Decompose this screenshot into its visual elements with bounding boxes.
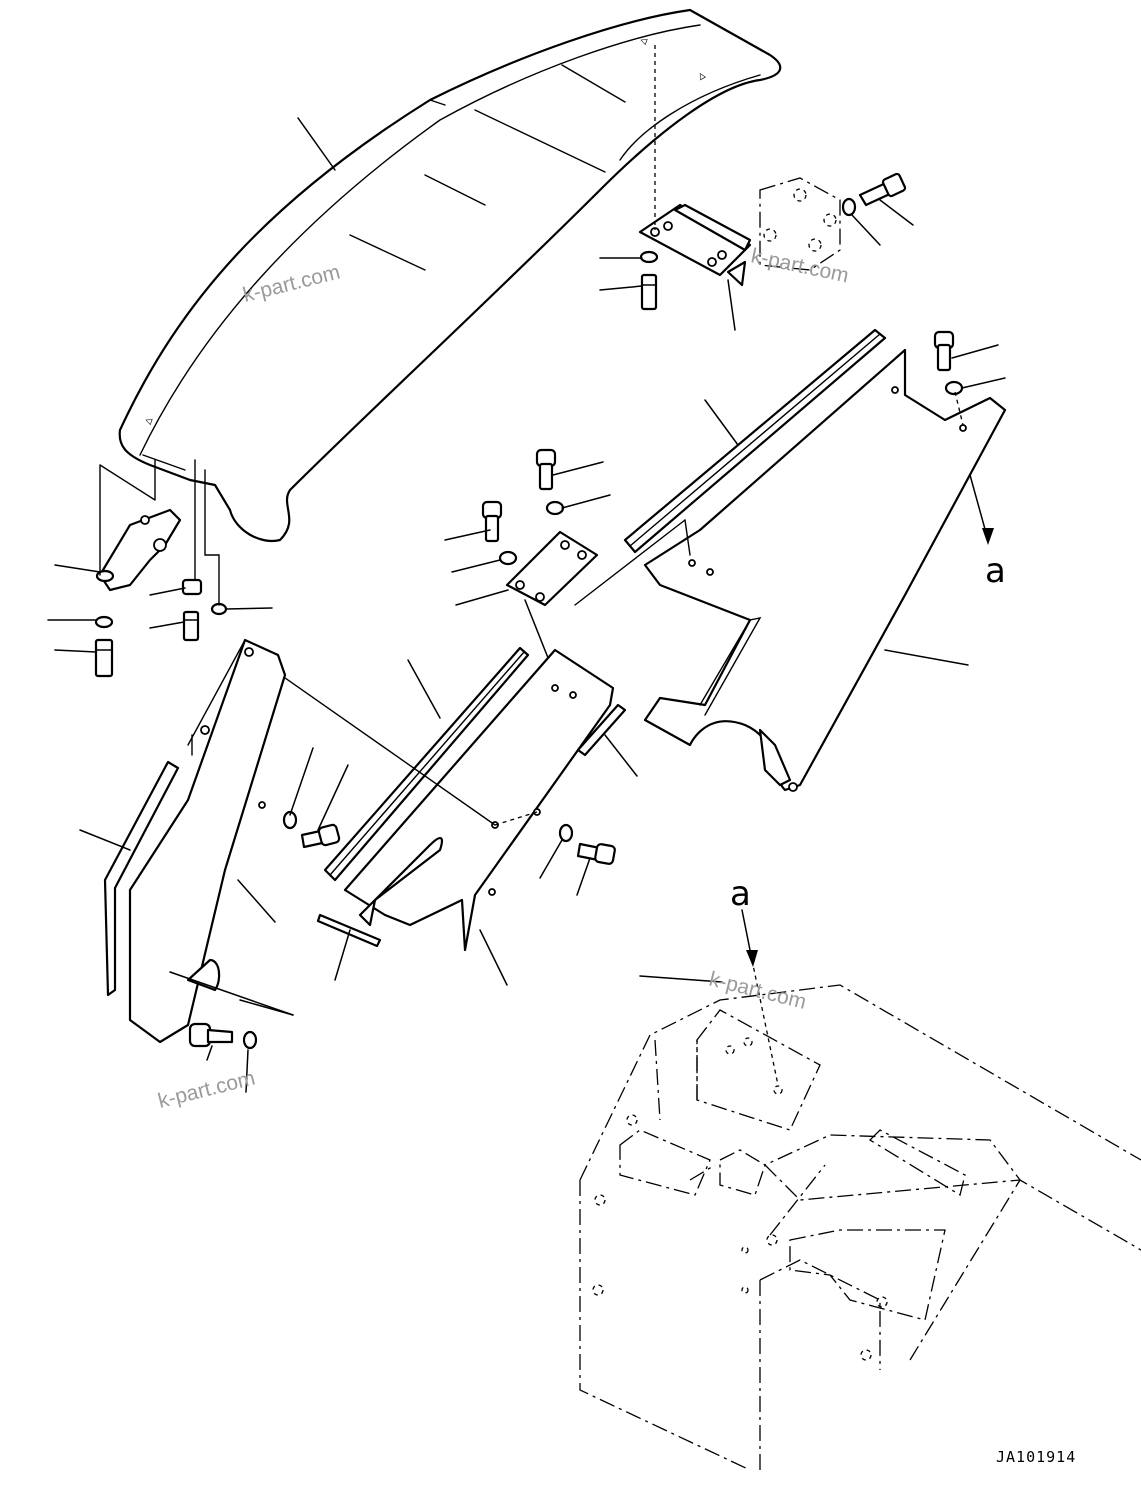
bolt-hinge-a [640,273,658,311]
svg-text:△: △ [141,415,156,426]
left-mounting-bracket [95,508,182,592]
view-a-body [579,984,1141,1471]
left-seal-strip [103,760,180,997]
washer-hinge-a [639,250,659,264]
bolt-center-a [300,823,341,849]
leaders-right [704,344,1006,666]
left-lower-panel [128,638,287,1044]
washer-mid-b [498,550,518,566]
bolt-center-b [576,842,616,865]
bolt-left-lower [188,1022,234,1048]
short-seal-right [576,703,627,757]
bolt-right-top [933,330,955,372]
center-seal-strip [323,646,530,882]
short-seal-bottom [316,913,382,948]
washer-right-top [944,380,964,396]
bolt-left-b [182,610,200,642]
washer-left-a [94,615,114,629]
leaders-left-lower [79,829,294,1093]
bolt-mid-b [481,500,503,543]
washer-left-lower [242,1030,258,1050]
watermark-4: k-part.com [156,1067,258,1113]
washer-hinge-b [841,197,857,217]
watermark-3: k-part.com [707,968,809,1014]
svg-text:△: △ [636,35,651,46]
leaders-center [237,659,638,986]
view-label-a-upper: a [985,551,1006,591]
arrow-a-upper [969,474,994,545]
washer-center-b [558,823,574,843]
arrow-a-lower [639,909,779,1086]
bolt-mid-a [535,448,557,491]
leaders-hinge [599,199,914,331]
hinge-bracket [638,203,752,287]
top-arched-cover: △ △ △ [118,8,782,543]
right-seal-strip [623,328,887,554]
washer-center-a [282,810,298,830]
bolt-hinge-b [858,172,907,207]
bolt-left-a [94,638,114,678]
right-side-panel [643,348,1007,792]
leaders-left [47,117,336,653]
view-label-a-lower: a [730,874,751,914]
nut-left [181,578,203,596]
middle-bracket-plate [505,530,599,607]
leaders-mid [444,461,611,689]
drawing-code: JA101914 [996,1448,1076,1466]
hinge-mount-dashed [759,177,841,271]
watermark-2: k-part.com [749,244,851,287]
washer-mid-a [545,500,565,516]
